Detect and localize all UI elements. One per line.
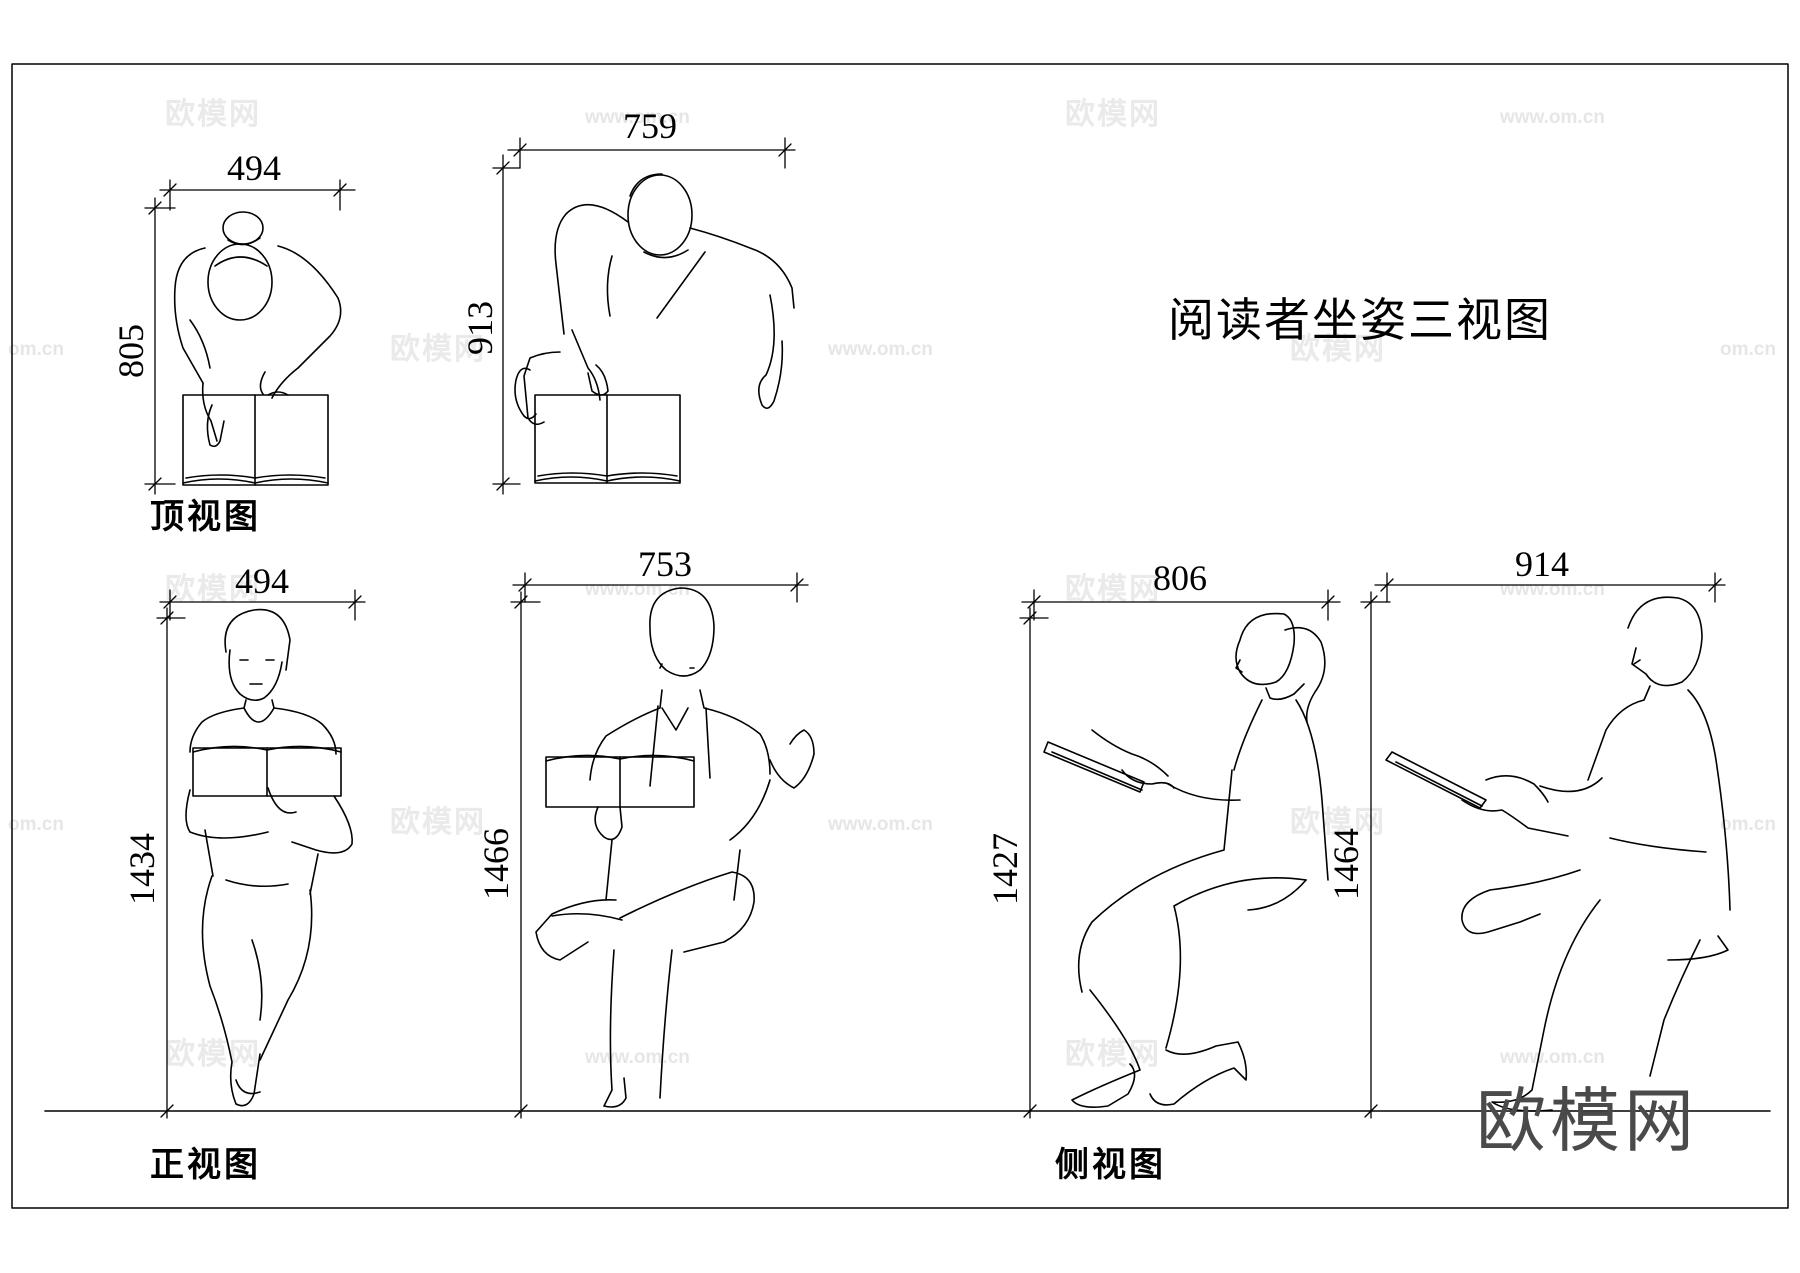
side-view-female-figure	[1043, 612, 1329, 1108]
watermark-url: www.om.cn	[585, 107, 690, 128]
front-view-label: 正视图	[150, 1145, 261, 1185]
watermark-logo-large: 欧模网	[1476, 1080, 1698, 1162]
dimension-label: 753	[638, 544, 692, 584]
drawing-frame	[11, 63, 1789, 1209]
watermark-logo: 欧模网	[390, 332, 486, 367]
top-view-female-figure	[173, 211, 342, 486]
dimension-label: 1466	[476, 828, 516, 900]
dimension-label: 494	[235, 561, 289, 601]
front-view-female-figure	[185, 608, 353, 1107]
top-view-male-figure	[514, 173, 795, 484]
watermark-logo: 欧模网	[1065, 97, 1161, 132]
watermark-url: om.cn	[8, 814, 64, 835]
watermark-logo: 欧模网	[1065, 572, 1161, 607]
dimension-lines	[144, 137, 1726, 1119]
front-view-male-figure	[535, 587, 815, 1108]
watermark-url: om.cn	[1720, 339, 1776, 360]
side-view-label: 侧视图	[1055, 1145, 1166, 1185]
side-view-male-figure	[1385, 596, 1731, 1112]
drawing-title: 阅读者坐姿三视图	[1168, 293, 1552, 347]
dimension-label: 914	[1515, 544, 1569, 584]
watermark-logo: 欧模网	[165, 97, 261, 132]
dimension-label: 494	[227, 148, 281, 188]
watermark-logo: 欧模网	[1065, 1037, 1161, 1072]
watermark-url: om.cn	[1720, 814, 1776, 835]
dimension-label: 805	[111, 324, 151, 378]
watermark-logo: 欧模网	[165, 572, 261, 607]
watermark-logo: 欧模网	[1290, 332, 1386, 367]
watermark-url: www.om.cn	[828, 814, 933, 835]
dimension-label: 806	[1153, 558, 1207, 598]
watermark-url: om.cn	[8, 339, 64, 360]
watermark-logo: 欧模网	[1290, 805, 1386, 840]
dimension-label: 1464	[1326, 828, 1366, 900]
watermark-logo: 欧模网	[390, 805, 486, 840]
dimension-label: 1427	[985, 833, 1025, 905]
watermark-url: www.om.cn	[828, 339, 933, 360]
top-view-label: 顶视图	[150, 497, 261, 537]
watermark-logo: 欧模网	[165, 1037, 261, 1072]
dimension-label: 759	[623, 106, 677, 146]
dimension-label: 913	[460, 301, 500, 355]
dimension-label: 1434	[122, 833, 162, 905]
watermark-url: www.om.cn	[1500, 107, 1605, 128]
watermark-url: www.om.cn	[1500, 1047, 1605, 1068]
